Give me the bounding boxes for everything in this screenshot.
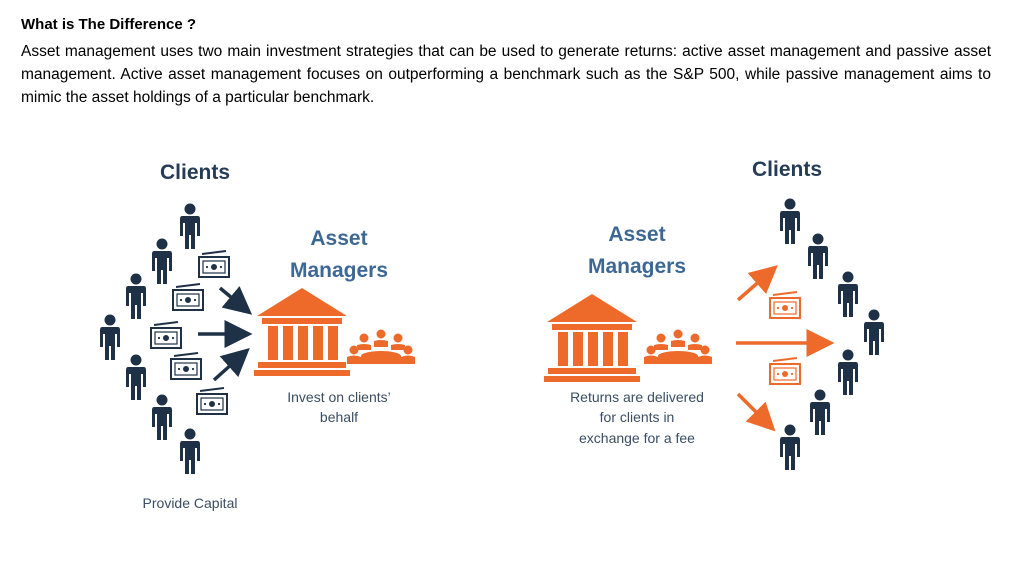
left-caption-line2: behalf [320, 409, 358, 425]
person-icon [864, 309, 884, 355]
left-caption-line1: Invest on clients’ [287, 389, 391, 405]
right-clients-title: Clients [752, 158, 822, 181]
person-icon [126, 273, 146, 319]
right-caption-line1: Returns are delivered [570, 389, 704, 405]
arrow-icon [218, 286, 253, 315]
right-managers-line1: Asset [608, 223, 665, 246]
person-icon [808, 233, 828, 279]
money-icon [196, 387, 228, 415]
right-clients-group [780, 198, 884, 470]
money-icon [172, 283, 204, 311]
bank-icon [544, 294, 640, 382]
money-icon [198, 250, 230, 278]
provide-capital-label: Provide Capital [143, 495, 238, 511]
right-managers-line2: Managers [588, 255, 686, 278]
money-icon [769, 291, 801, 319]
heading: What is The Difference ? [21, 16, 197, 33]
person-icon [780, 198, 800, 244]
person-icon [780, 424, 800, 470]
meeting-icon [644, 329, 712, 364]
right-caption-line2: for clients in [600, 409, 675, 425]
left-managers-line1: Asset [310, 227, 367, 250]
left-managers-line2: Managers [290, 259, 388, 282]
left-arrows [198, 286, 253, 382]
arrow-icon [212, 348, 250, 382]
money-icon [170, 352, 202, 380]
right-arrows [736, 265, 835, 432]
right-money-group [769, 291, 801, 385]
person-icon [810, 389, 830, 435]
person-icon [180, 428, 200, 474]
arrow-icon [736, 392, 776, 432]
person-icon [838, 271, 858, 317]
intro-paragraph: Asset management uses two main investmen… [21, 43, 991, 106]
arrow-icon [736, 265, 778, 302]
meeting-icon [347, 329, 415, 364]
bank-icon [254, 288, 350, 376]
person-icon [100, 314, 120, 360]
money-icon [150, 321, 182, 349]
person-icon [838, 349, 858, 395]
person-icon [152, 238, 172, 284]
person-icon [126, 354, 146, 400]
money-icon [769, 357, 801, 385]
person-icon [180, 203, 200, 249]
person-icon [152, 394, 172, 440]
left-clients-title: Clients [160, 161, 230, 184]
right-caption-line3: exchange for a fee [579, 430, 695, 446]
